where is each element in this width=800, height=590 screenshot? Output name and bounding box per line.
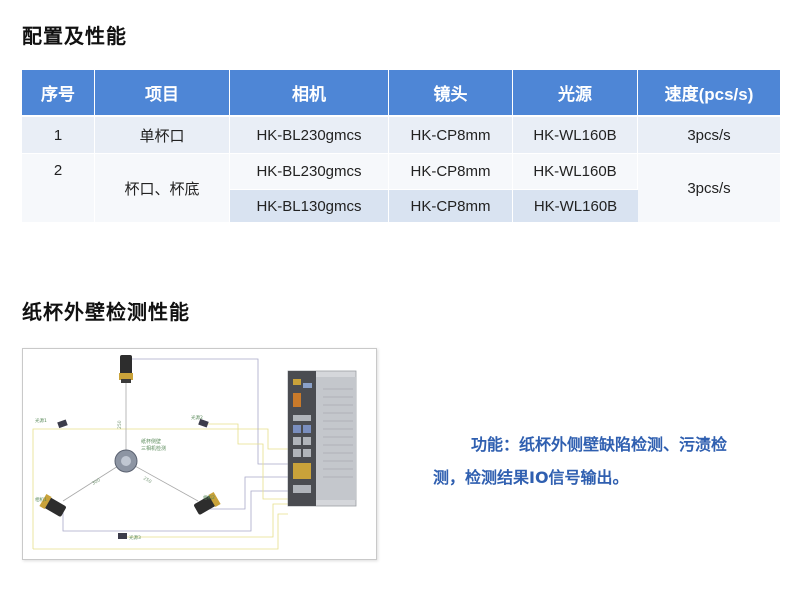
table-row: 2 杯口、杯底 HK-BL230gmcs HK-CP8mm HK-WL160B … (22, 154, 780, 223)
row-num: 2 (22, 154, 95, 223)
cable-gray (123, 358, 288, 465)
section-title-performance: 纸杯外壁检测性能 (22, 300, 190, 324)
row-camera: HK-BL130gmcs (230, 190, 389, 223)
label-light-left: 光源1 (35, 417, 47, 424)
table-row: HK-BL130gmcs HK-CP8mm HK-WL160B (22, 190, 780, 223)
cable-yellow (118, 503, 288, 538)
row-item: 杯口、杯底 (95, 154, 230, 223)
header-camera: 相机 (230, 70, 389, 117)
row-speed: 3pcs/s (638, 154, 780, 223)
label-camera-left: 相机1 (35, 496, 47, 503)
row-lens: HK-CP8mm (389, 154, 513, 190)
center-label-1: 纸杯侧壁 (141, 438, 161, 445)
section-title-config: 配置及性能 (22, 24, 127, 48)
center-label-2: 三相机检测 (141, 445, 166, 452)
label-light-right: 光源2 (191, 414, 203, 421)
header-speed: 速度(pcs/s) (638, 70, 780, 117)
row-lens: HK-CP8mm (389, 190, 513, 223)
cable-yellow (203, 423, 288, 500)
camera-right-icon (194, 491, 221, 515)
header-num: 序号 (22, 70, 95, 117)
system-diagram: 纸杯侧壁 三相机检测 250 300 250 光源1 光源2 光源3 相机1 相… (22, 348, 377, 560)
row-item: 单杯口 (95, 117, 230, 154)
row-num: 1 (22, 117, 95, 154)
distance-left: 300 (91, 477, 102, 487)
row-light: HK-WL160B (513, 117, 638, 154)
distance-top: 250 (117, 420, 123, 429)
function-description: 功能：纸杯外侧壁缺陷检测、污渍检 测，检测结果IO信号输出。 (433, 428, 783, 494)
label-camera-right: 相机2 (203, 494, 215, 501)
table-header-row: 序号 项目 相机 镜头 光源 速度(pcs/s) (22, 70, 780, 117)
light-right-icon (198, 418, 209, 428)
camera-left-icon (39, 493, 66, 517)
arm-right (125, 460, 199, 502)
header-light: 光源 (513, 70, 638, 117)
row-light: HK-WL160B (513, 154, 638, 190)
arm-left (62, 460, 127, 502)
function-line-2: 测，检测结果IO信号输出。 (433, 468, 629, 487)
header-item: 项目 (95, 70, 230, 117)
table-row: 1 单杯口 HK-BL230gmcs HK-CP8mm HK-WL160B 3p… (22, 117, 780, 154)
distance-right: 250 (142, 476, 153, 486)
cable-gray (203, 476, 288, 510)
header-lens: 镜头 (389, 70, 513, 117)
light-left-icon (57, 419, 68, 429)
row-camera: HK-BL230gmcs (230, 117, 389, 154)
row-speed: 3pcs/s (638, 117, 780, 154)
light-bottom-icon (118, 533, 127, 539)
cable-yellow (33, 513, 288, 550)
industrial-pc-icon (287, 370, 357, 507)
cable-yellow (32, 428, 288, 549)
camera-top-icon (119, 355, 133, 383)
row-camera: HK-BL230gmcs (230, 154, 389, 190)
label-light-bottom: 光源3 (129, 534, 141, 541)
row-lens: HK-CP8mm (389, 117, 513, 154)
diagram-svg: 纸杯侧壁 三相机检测 250 300 250 光源1 光源2 光源3 相机1 相… (32, 355, 357, 550)
row-light: HK-WL160B (513, 190, 638, 223)
cable-gray (62, 490, 288, 532)
function-line-1: 功能：纸杯外侧壁缺陷检测、污渍检 (471, 435, 728, 454)
spec-table: 序号 项目 相机 镜头 光源 速度(pcs/s) 1 单杯口 HK-BL230g… (22, 70, 780, 223)
cup-inner (121, 456, 131, 466)
